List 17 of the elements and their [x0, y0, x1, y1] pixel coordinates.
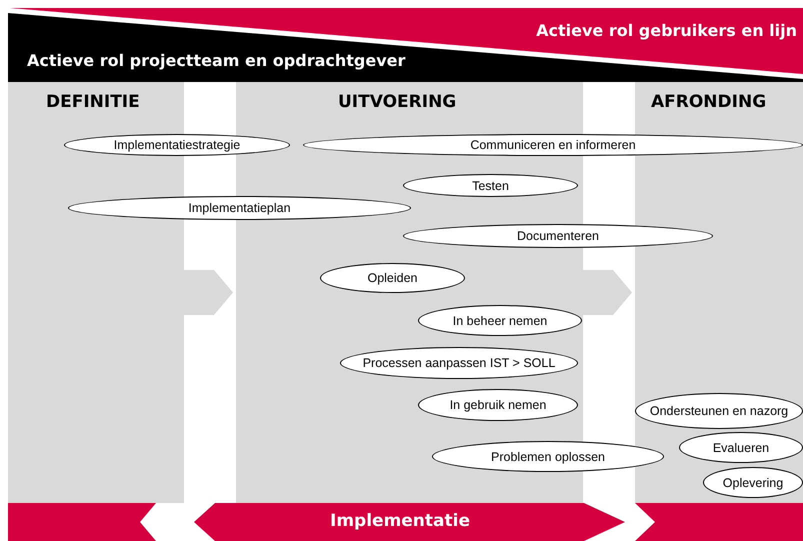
- chevron-arrow: [583, 270, 632, 315]
- phase-column: [635, 82, 803, 503]
- phase-heading: AFRONDING: [651, 92, 766, 112]
- banner-title: Actieve rol gebruikers en lijn: [536, 21, 797, 40]
- activity-ellipse: Evalueren: [679, 432, 803, 463]
- activity-ellipse: Opleiden: [320, 263, 465, 293]
- activity-ellipse: In beheer nemen: [418, 305, 582, 336]
- activity-ellipse: Processen aanpassen IST > SOLL: [340, 347, 578, 379]
- activity-ellipse: Ondersteunen en nazorg: [635, 393, 803, 429]
- chevron-arrow: [184, 270, 233, 315]
- phase-heading: DEFINITIE: [46, 92, 140, 112]
- banner-title: Actieve rol projectteam en opdrachtgever: [27, 51, 406, 70]
- activity-ellipse: Oplevering: [703, 467, 803, 498]
- activity-ellipse: Testen: [403, 174, 578, 197]
- phase-heading: UITVOERING: [338, 92, 456, 112]
- band-title: Implementatie: [330, 511, 470, 531]
- activity-ellipse: In gebruik nemen: [418, 389, 578, 421]
